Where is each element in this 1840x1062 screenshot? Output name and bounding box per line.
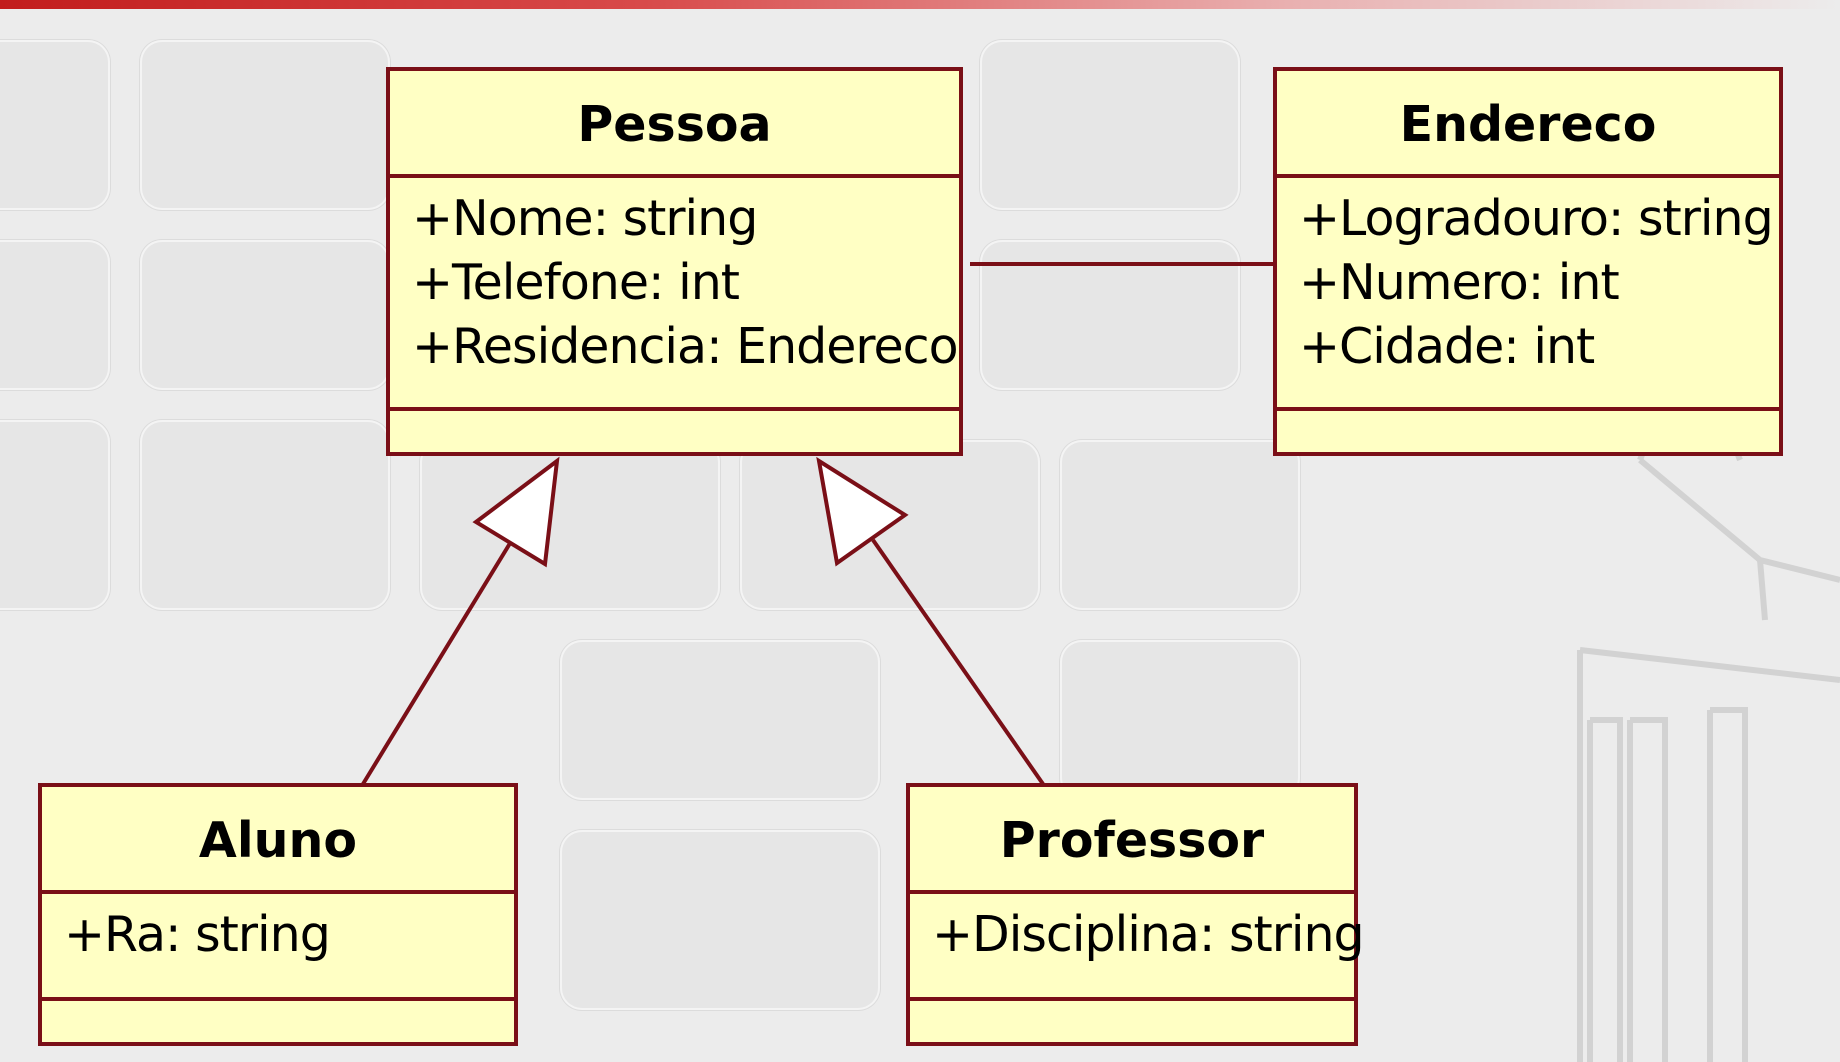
top-accent-bar: [0, 0, 1840, 9]
attribute-compartment: +Nome: string +Telefone: int +Residencia…: [390, 178, 959, 411]
class-name: Aluno: [42, 787, 514, 894]
attribute: +Cidade: int: [1299, 318, 1595, 375]
class-box-aluno[interactable]: Aluno +Ra: string: [38, 783, 518, 1046]
generalization-arrowhead-aluno: [472, 456, 560, 568]
generalization-line-aluno: [361, 538, 514, 786]
class-name: Professor: [910, 787, 1354, 894]
attribute: +Numero: int: [1299, 254, 1620, 311]
operation-compartment: [42, 1001, 514, 1042]
class-box-endereco[interactable]: Endereco +Logradouro: string +Numero: in…: [1273, 67, 1783, 456]
class-box-professor[interactable]: Professor +Disciplina: string: [906, 783, 1365, 1046]
attribute: +Residencia: Endereco: [412, 318, 959, 375]
attribute-compartment: +Disciplina: string: [910, 894, 1365, 1001]
generalization-line-professor: [871, 538, 1045, 786]
attribute: +Logradouro: string: [1299, 190, 1774, 247]
attribute: +Disciplina: string: [932, 906, 1365, 963]
generalization-arrowhead-professor: [816, 456, 909, 567]
attribute: +Nome: string: [412, 190, 758, 247]
class-box-pessoa[interactable]: Pessoa +Nome: string +Telefone: int +Res…: [386, 67, 963, 456]
attribute: +Ra: string: [64, 906, 331, 963]
attribute: +Telefone: int: [412, 254, 740, 311]
operation-compartment: [390, 411, 959, 452]
class-name: Endereco: [1277, 71, 1779, 178]
attribute-compartment: +Logradouro: string +Numero: int +Cidade…: [1277, 178, 1779, 411]
class-name: Pessoa: [390, 71, 959, 178]
attribute-compartment: +Ra: string: [42, 894, 514, 1001]
operation-compartment: [1277, 411, 1779, 452]
operation-compartment: [910, 1001, 1354, 1042]
